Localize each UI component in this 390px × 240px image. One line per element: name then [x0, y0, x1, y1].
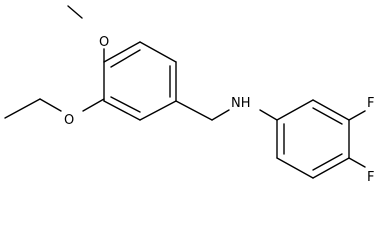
fluorine-top-label: F [367, 96, 374, 111]
right-benzene-ring [276, 99, 350, 179]
ethoxy-oxygen-label: O [64, 113, 74, 128]
ring-ch2-bond [175, 100, 213, 121]
fluorine-top-bond [348, 110, 366, 121]
molecule-diagram: O O NH F F [4, 5, 374, 185]
methoxy-oxygen-label: O [99, 35, 109, 50]
methyl-methoxy-bond [67, 5, 83, 19]
left-benzene-ring [103, 41, 177, 121]
ch2-nitrogen-bond [211, 109, 230, 121]
fluorine-bottom-label: F [367, 170, 374, 185]
ethyl-ch2-oxygen-bond [39, 98, 62, 112]
fluorine-bottom-bond [348, 157, 366, 168]
ethoxy-oxygen-ring-bond [82, 98, 105, 112]
amine-label: NH [231, 96, 251, 111]
nitrogen-ring-bond [259, 109, 278, 121]
ethyl-ch3-ch2-bond [4, 98, 41, 119]
